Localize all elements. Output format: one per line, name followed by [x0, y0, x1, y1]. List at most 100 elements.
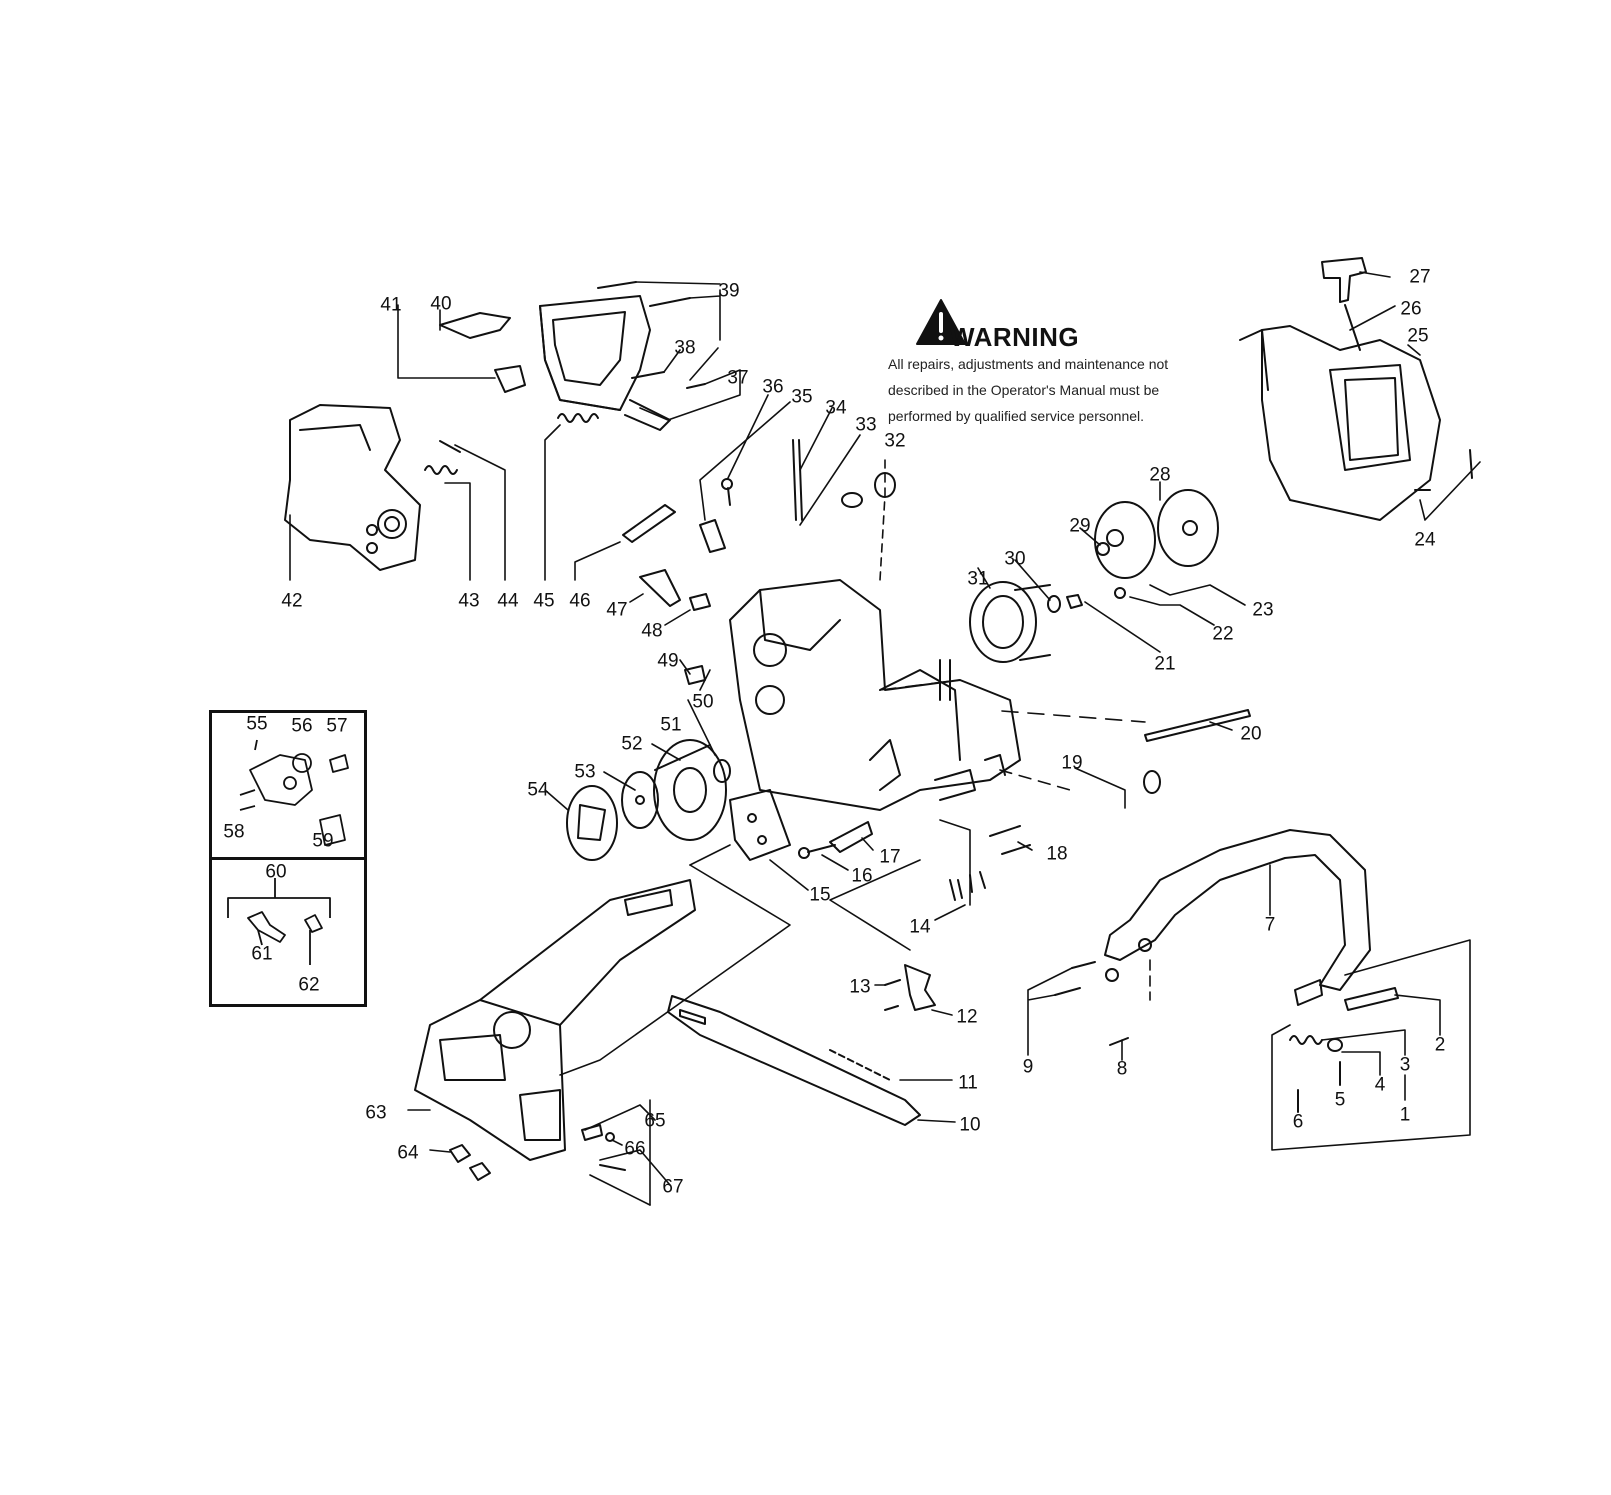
callout-28: 28 — [1149, 464, 1171, 486]
warning-line-2: described in the Operator's Manual must … — [888, 382, 1160, 398]
warning-line-1: All repairs, adjustments and maintenance… — [888, 356, 1169, 372]
callout-39: 39 — [718, 280, 740, 302]
callout-36: 36 — [762, 376, 784, 398]
bracket-47 — [639, 569, 681, 607]
callout-55: 55 — [246, 713, 268, 735]
callout-33: 33 — [855, 414, 877, 436]
screw-36 — [721, 478, 733, 506]
callout-14: 14 — [909, 916, 931, 938]
callout-35: 35 — [791, 386, 813, 408]
callout-12: 12 — [956, 1006, 978, 1028]
rotor-28 — [1157, 489, 1219, 567]
washer-53 — [621, 771, 659, 829]
screws-handle — [439, 281, 706, 453]
callout-29: 29 — [1069, 515, 1091, 537]
callout-19: 19 — [1061, 752, 1083, 774]
callout-4: 4 — [1374, 1074, 1386, 1096]
screws-9 — [1054, 961, 1096, 996]
starter-housing — [1239, 325, 1441, 521]
warning-line-3: performed by qualified service personnel… — [888, 408, 1145, 424]
crank-rod-20 — [1144, 709, 1251, 742]
callout-44: 44 — [497, 590, 519, 612]
callout-37: 37 — [727, 367, 749, 389]
bolt-16 — [798, 844, 836, 859]
callout-10: 10 — [959, 1114, 981, 1136]
callout-32: 32 — [884, 430, 906, 452]
callout-7: 7 — [1264, 914, 1276, 936]
throttle-lockout — [494, 365, 526, 393]
callout-13: 13 — [849, 976, 871, 998]
plug-33 — [841, 492, 863, 508]
rod-34 — [792, 439, 803, 521]
callout-8: 8 — [1116, 1058, 1128, 1080]
spring-clips-14 — [949, 871, 986, 901]
throttle-rod — [622, 504, 726, 553]
starter-rope-26 — [1344, 304, 1361, 351]
callout-43: 43 — [458, 590, 480, 612]
starter-handle-27 — [1321, 257, 1367, 303]
callout-53: 53 — [574, 761, 596, 783]
callout-17: 17 — [879, 846, 901, 868]
callout-42: 42 — [281, 590, 303, 612]
nut-29 — [1096, 542, 1110, 556]
callout-21: 21 — [1154, 653, 1176, 675]
guard-17 — [829, 821, 873, 853]
callout-46: 46 — [569, 590, 591, 612]
callout-67: 67 — [662, 1176, 684, 1198]
callout-63: 63 — [365, 1102, 387, 1124]
callout-41: 41 — [380, 294, 402, 316]
bar-plate-15 — [729, 789, 791, 861]
callout-58: 58 — [223, 821, 245, 843]
callout-64: 64 — [397, 1142, 419, 1164]
plug-32 — [874, 472, 896, 498]
screw-8 — [1109, 1037, 1129, 1046]
callout-48: 48 — [641, 620, 663, 642]
callout-61: 61 — [251, 943, 273, 965]
screws-24 — [1414, 449, 1473, 491]
warning-triangle-icon — [916, 299, 966, 345]
callout-25: 25 — [1407, 325, 1429, 347]
callout-52: 52 — [621, 733, 643, 755]
callout-11: 11 — [958, 1072, 978, 1094]
clutch-drum-52 — [653, 739, 727, 841]
screws-13 — [884, 979, 901, 1011]
callout-54: 54 — [527, 779, 549, 801]
callout-23: 23 — [1252, 599, 1274, 621]
callout-51: 51 — [660, 714, 682, 736]
washer-51 — [713, 759, 731, 783]
callout-26: 26 — [1400, 298, 1422, 320]
rear-handle — [539, 295, 671, 431]
callout-2: 2 — [1434, 1034, 1446, 1056]
callout-16: 16 — [851, 865, 873, 887]
washer-22 — [1114, 587, 1126, 599]
callout-27: 27 — [1409, 266, 1431, 288]
callout-45: 45 — [533, 590, 555, 612]
nut-48 — [689, 593, 711, 611]
callout-31: 31 — [967, 568, 989, 590]
front-handle-bar-7 — [1104, 829, 1371, 991]
nuts-64 — [449, 1144, 491, 1181]
callout-40: 40 — [430, 293, 452, 315]
inset-chain-adjuster — [209, 857, 367, 1007]
springs — [424, 413, 599, 475]
callout-57: 57 — [326, 715, 348, 737]
callout-62: 62 — [298, 974, 320, 996]
oil-pump-19 — [1143, 770, 1161, 794]
washer-30 — [1047, 595, 1061, 613]
chain-11 — [829, 1049, 891, 1081]
leader-lines — [289, 271, 1481, 1206]
callout-22: 22 — [1212, 623, 1234, 645]
callout-1: 1 — [1399, 1104, 1411, 1126]
warning-title: WARNING — [950, 322, 1080, 352]
front-handle-grip — [284, 404, 421, 571]
callout-50: 50 — [692, 691, 714, 713]
callout-24: 24 — [1414, 529, 1436, 551]
callout-65: 65 — [644, 1110, 666, 1132]
callout-60: 60 — [265, 861, 287, 883]
callout-38: 38 — [674, 337, 696, 359]
clutch-54 — [566, 785, 618, 861]
crankcase — [729, 579, 1021, 811]
callout-3: 3 — [1399, 1054, 1411, 1076]
